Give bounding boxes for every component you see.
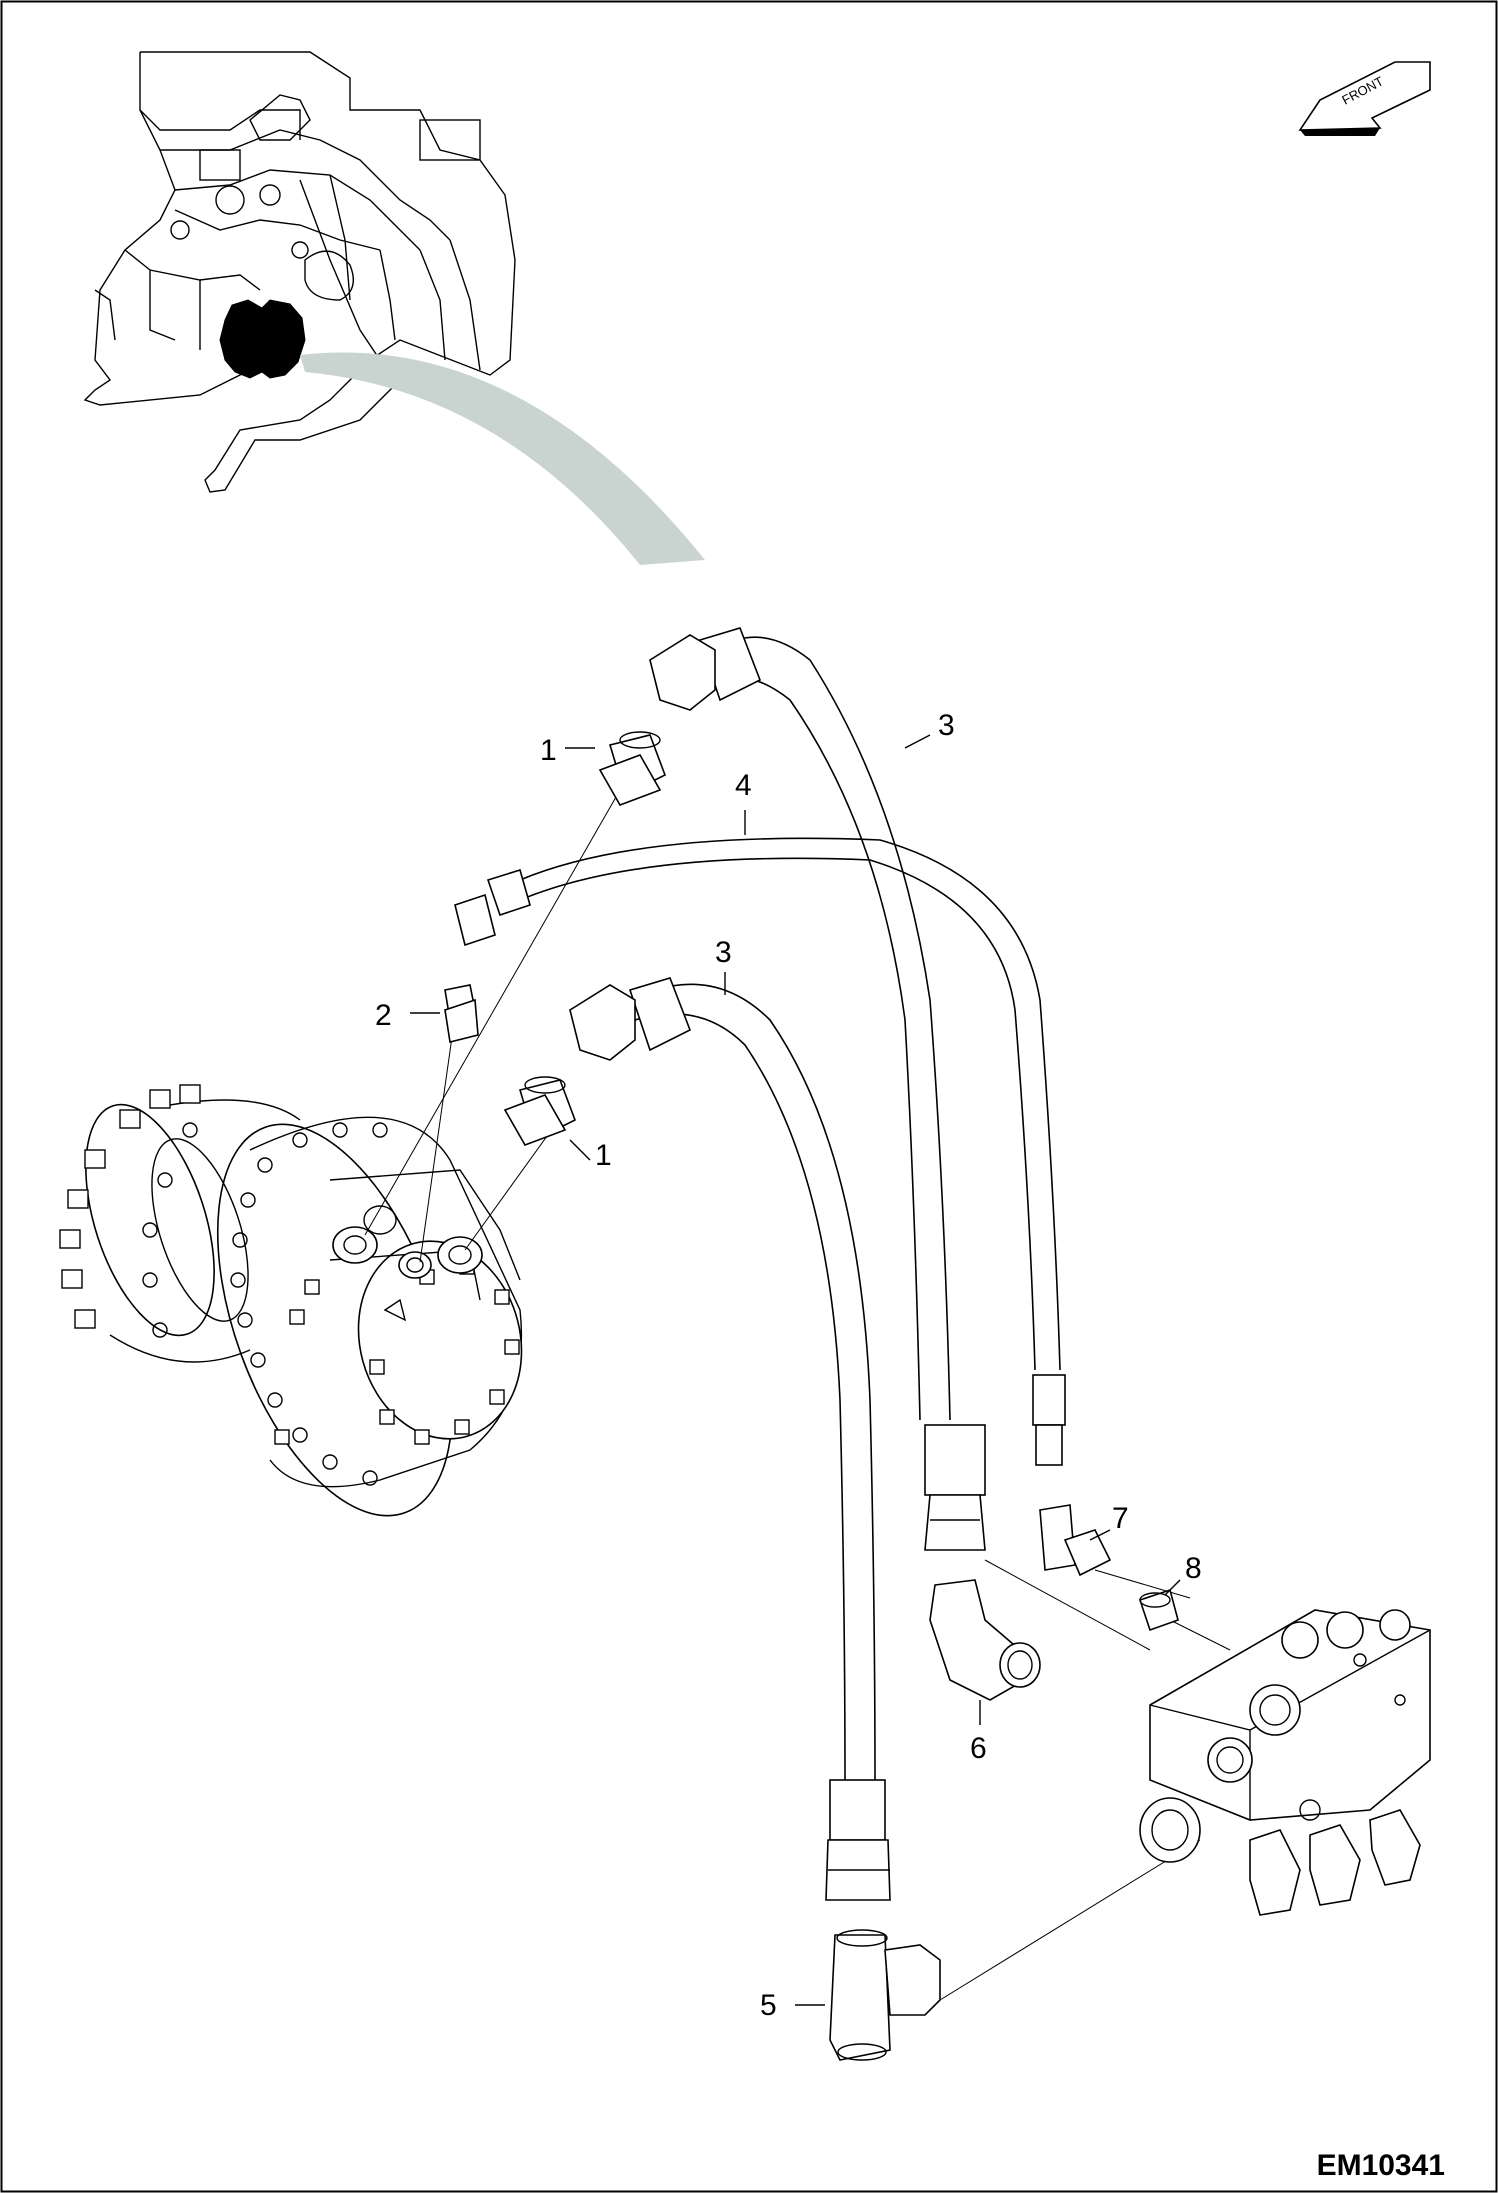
front-direction-arrow: FRONT (1298, 61, 1431, 136)
hose-3-lower (569, 977, 891, 1901)
fitting-1-upper (598, 731, 667, 806)
callout-2: 2 (375, 999, 392, 1032)
fitting-1-lower (503, 1076, 577, 1146)
detail-pointer-swoosh (300, 352, 705, 565)
callout-labels: 1 1 2 3 3 4 5 6 7 8 (375, 709, 1202, 2022)
callout-5: 5 (760, 1989, 777, 2022)
callout-7: 7 (1112, 1502, 1129, 1535)
hose-4 (454, 837, 1066, 1466)
callout-1-upper: 1 (540, 734, 557, 767)
valve-block (1139, 1609, 1431, 1916)
fitting-6-elbow (929, 1579, 1041, 1701)
fitting-8 (1138, 1588, 1179, 1632)
drive-motor (59, 1084, 523, 1517)
callout-leaders (410, 734, 1181, 2006)
callout-6: 6 (970, 1732, 987, 1765)
highlighted-motor-silhouette (219, 299, 306, 379)
hose-3-upper (649, 627, 986, 1551)
figure-id: EM10341 (1317, 2149, 1445, 2182)
fitting-7-tee (1039, 1504, 1112, 1577)
callout-1-lower: 1 (595, 1139, 612, 1172)
machine-overview-inset (83, 51, 705, 565)
fitting-2 (444, 984, 479, 1043)
callout-3-lower: 3 (715, 936, 732, 969)
callout-8: 8 (1185, 1552, 1202, 1585)
callout-4: 4 (735, 769, 752, 802)
callout-3-upper: 3 (938, 709, 955, 742)
fitting-5-elbow (829, 1929, 941, 2061)
